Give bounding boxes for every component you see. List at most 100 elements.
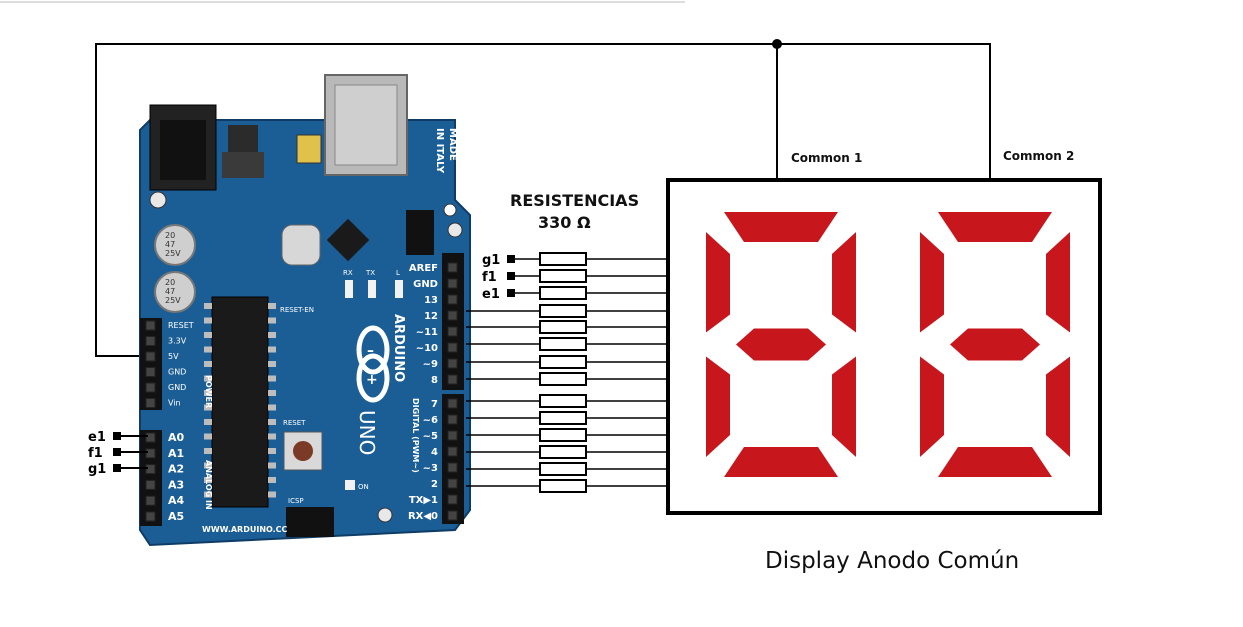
wire-terminal: [113, 432, 121, 440]
header-pin: [145, 398, 156, 408]
arduino-logo: – +: [356, 325, 390, 403]
icsp-header-top: [406, 210, 434, 255]
wire-terminal: [113, 448, 121, 456]
segment-g: [736, 328, 826, 361]
wire-terminal: [507, 255, 515, 263]
mounting-hole: [377, 507, 393, 523]
mounting-hole: [149, 191, 167, 209]
power-pin-label: 3.3V: [168, 337, 187, 346]
power-jack-inner: [160, 120, 206, 180]
header-pin: [447, 494, 458, 505]
resistor: [539, 252, 587, 266]
header-pin: [145, 479, 156, 490]
power-wires: [95, 43, 991, 357]
header-pin: [145, 367, 156, 377]
capacitor-1-label: 20: [165, 231, 175, 240]
power-header: [140, 318, 162, 410]
digital-pin-label: 4: [431, 447, 438, 458]
wire-terminal: [507, 272, 515, 280]
chip-pin: [268, 433, 276, 440]
power-title: POWER: [204, 375, 213, 408]
chip-pin: [204, 491, 212, 498]
segment-d: [724, 447, 838, 477]
made-in-label: MADE: [447, 128, 458, 161]
reset-label: RESET: [283, 419, 306, 427]
header-pin: [447, 462, 458, 473]
chip-pin: [204, 462, 212, 469]
junction-dot: [772, 39, 782, 49]
resistors-value: 330 Ω: [538, 213, 591, 232]
segment-e: [706, 356, 730, 457]
resistor: [539, 411, 587, 425]
chip-pin: [268, 303, 276, 309]
header-pin: [447, 446, 458, 457]
digit-2: [920, 212, 1070, 477]
digital-header-bottom: [442, 394, 464, 524]
resistor: [539, 286, 587, 300]
header-pin: [145, 495, 156, 506]
analog-wire-label: e1: [88, 430, 106, 445]
capacitor-2-label: 47: [165, 287, 175, 296]
analog-wire-label: f1: [88, 446, 103, 461]
chip-pin: [204, 448, 212, 454]
header-pin: [447, 374, 458, 385]
header-pin: [447, 478, 458, 489]
header-pin: [145, 382, 156, 393]
digital-pin-label: 12: [424, 311, 438, 322]
resistor: [539, 355, 587, 369]
digital-pin-label: 13: [424, 295, 438, 306]
wire-terminal: [507, 289, 515, 297]
power-pin-label: Vin: [168, 399, 181, 408]
chip-pin: [204, 375, 212, 382]
digital-title: DIGITAL (PWM~): [411, 398, 420, 473]
chip-pin: [268, 375, 276, 382]
chip-pin: [204, 317, 212, 324]
header-pin: [145, 432, 156, 443]
header-pin: [447, 398, 458, 409]
digital-pin-label: ~6: [423, 415, 438, 426]
digit-1: [706, 212, 856, 477]
resistor: [539, 479, 587, 493]
header-pin: [145, 464, 156, 475]
5v-wire: [95, 43, 991, 357]
segment-f: [920, 232, 944, 333]
logo-minus: –: [367, 343, 374, 359]
chip-pin: [268, 332, 276, 338]
reset-button-cap[interactable]: [293, 441, 313, 461]
capacitor-1-label: 25V: [165, 249, 181, 258]
header-pin: [447, 358, 458, 369]
header-pin: [447, 414, 458, 425]
resistor: [539, 337, 587, 351]
digital-pin-label: 8: [431, 375, 438, 386]
capacitor-2-label: 25V: [165, 296, 181, 305]
segment-f: [706, 232, 730, 333]
digital-pin-label: ~11: [416, 327, 438, 338]
analog-title: ANALOG IN: [204, 460, 213, 510]
digital-pin-label: ~9: [423, 359, 438, 370]
chip-pin: [204, 390, 212, 396]
chip-pin: [268, 404, 276, 411]
power-pin-label: RESET: [168, 321, 194, 330]
resistor-array: [466, 252, 668, 493]
logo-plus: +: [366, 372, 378, 388]
header-pin: [145, 448, 156, 459]
l-led: [395, 280, 403, 298]
header-pin: [447, 278, 458, 289]
common-2-label: Common 2: [1003, 149, 1074, 163]
header-pin: [145, 351, 156, 362]
chip-pin: [204, 332, 212, 338]
mounting-hole: [447, 222, 463, 238]
fuse: [296, 134, 322, 164]
model-label: UNO: [355, 410, 379, 455]
capacitor-1: [154, 224, 196, 266]
icsp-header-bottom: [286, 507, 334, 537]
atmega-chip: [211, 296, 269, 508]
digital-pin-label: ~3: [423, 463, 438, 474]
digital-header-top: [442, 253, 464, 390]
digital-pin-label: 7: [431, 399, 438, 410]
header-pin: [447, 510, 458, 521]
